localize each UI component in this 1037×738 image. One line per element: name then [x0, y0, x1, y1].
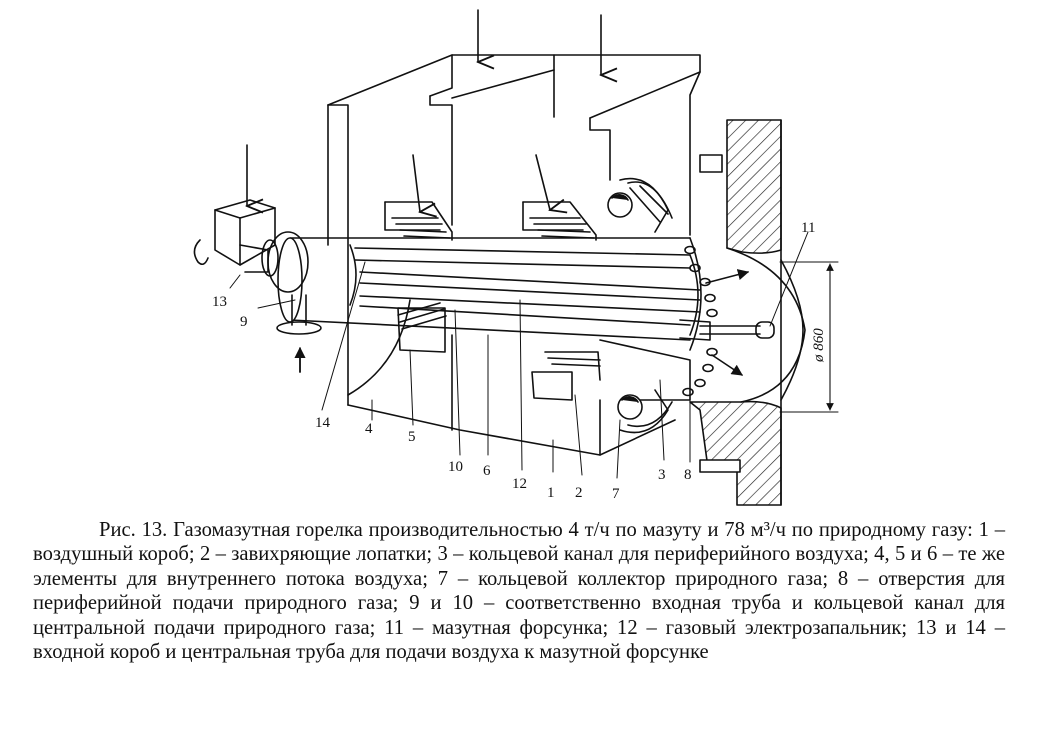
part-labels: 1 2 3 4 5 6 7 8 9 10 11 12 13 14 ø 860 — [212, 220, 827, 502]
label-9: 9 — [240, 314, 248, 330]
label-1: 1 — [547, 485, 555, 501]
label-11: 11 — [801, 220, 815, 236]
label-4: 4 — [365, 421, 373, 437]
label-14: 14 — [315, 415, 331, 431]
label-3: 3 — [658, 467, 666, 483]
burner-diagram: 1 2 3 4 5 6 7 8 9 10 11 12 13 14 ø 860 — [193, 9, 839, 506]
swirl-vanes-inner — [384, 201, 453, 353]
label-6: 6 — [483, 463, 491, 479]
air-box — [327, 54, 701, 456]
central-pipe — [267, 231, 718, 401]
dimension-line — [779, 261, 839, 413]
furnace-wall — [689, 119, 782, 506]
label-5: 5 — [408, 429, 416, 445]
label-13: 13 — [212, 294, 227, 310]
embrasure — [726, 247, 806, 403]
label-10: 10 — [448, 459, 463, 475]
gas-collector — [607, 177, 673, 434]
leader-lines — [229, 231, 809, 479]
air-arrows — [247, 9, 750, 376]
inlet-box — [193, 199, 279, 277]
label-7: 7 — [612, 486, 620, 502]
label-12: 12 — [512, 476, 527, 492]
label-8: 8 — [684, 467, 692, 483]
figure-caption: Рис. 13. Газомазутная горелка производит… — [33, 519, 1005, 664]
dimension-label: ø 860 — [811, 328, 827, 363]
oil-nozzle — [699, 321, 775, 339]
swirl-vanes-outer — [522, 201, 601, 401]
label-2: 2 — [575, 485, 583, 501]
